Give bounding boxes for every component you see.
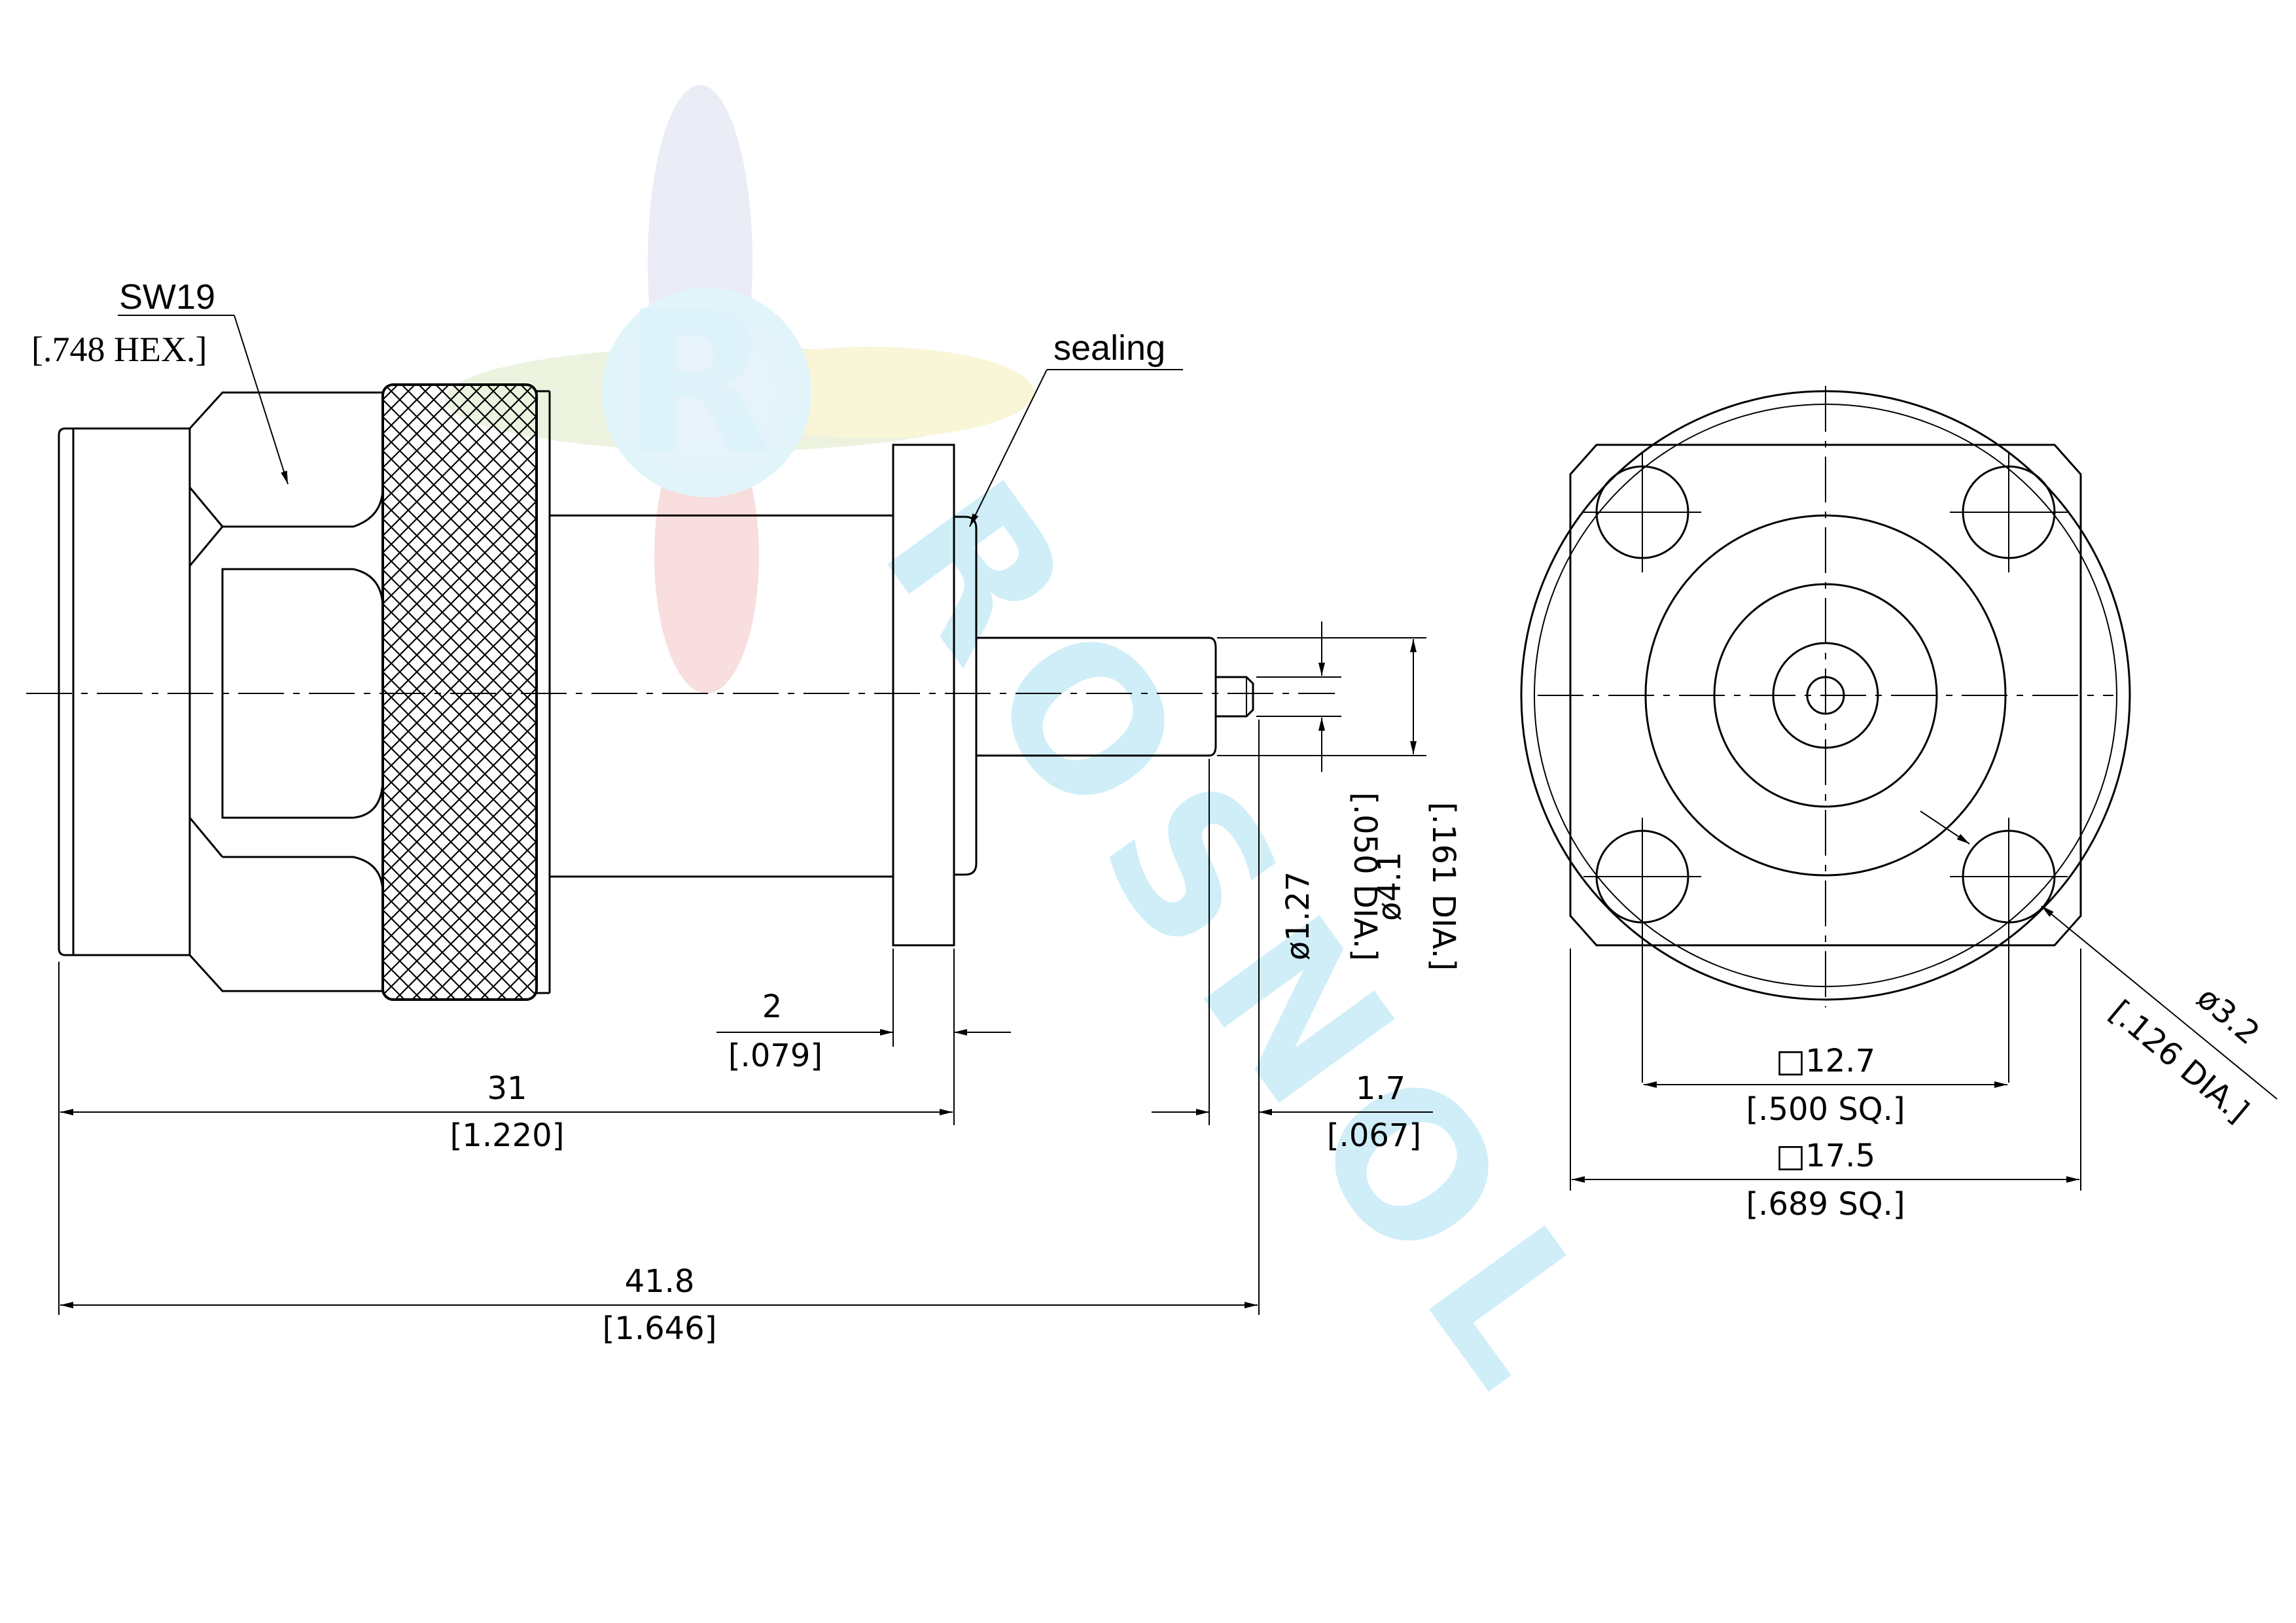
side-view: [26, 383, 1335, 1001]
dim-1-27-inch: [.050 DIA.]: [1347, 792, 1383, 961]
knurled-coupling-nut: [381, 383, 538, 1001]
sealing-callout: sealing: [969, 328, 1183, 527]
flange: [892, 444, 955, 947]
dim-1-7-inch: [.067]: [1327, 1117, 1421, 1154]
dim-1-27-mm: ø1.27: [1280, 871, 1316, 960]
dim-31-mm: 31: [487, 1070, 527, 1107]
dim-pin-length: 1.7 [.067]: [1152, 720, 1433, 1315]
dim-hole-diameter: ø3.2 [.126 DIA.]: [1920, 811, 2278, 1130]
hex-label: [.748 HEX.]: [31, 330, 207, 369]
dim-12-7-inch: [.500 SQ.]: [1746, 1091, 1905, 1128]
dim-41-8-inch: [1.646]: [603, 1310, 717, 1347]
dim-hole-spacing: □12.7 [.500 SQ.]: [1644, 1043, 2007, 1128]
dim-2-mm: 2: [762, 988, 783, 1025]
sw19-callout: SW19 [.748 HEX.]: [31, 277, 289, 485]
sw19-label: SW19: [119, 277, 215, 317]
dim-body-diameter: ø4.1 [.161 DIA.]: [1217, 637, 1462, 971]
dim-length-31: 31 [1.220]: [58, 962, 955, 1315]
dim-1-7-mm: 1.7: [1356, 1070, 1405, 1107]
dim-12-7-mm: □12.7: [1776, 1043, 1875, 1079]
hex-nut: [188, 391, 384, 992]
dim-17-5-mm: □17.5: [1776, 1138, 1875, 1174]
dim-flange-size: □17.5 [.689 SQ.]: [1570, 949, 2081, 1223]
watermark-logo: R: [445, 85, 1034, 693]
front-view: [1520, 386, 2131, 1083]
connector-end-cap: [58, 427, 191, 956]
sealing-label: sealing: [1053, 328, 1165, 368]
dim-flange-thickness: 2 [.079]: [716, 949, 1011, 1074]
dim-3-2-mm: ø3.2: [2190, 979, 2267, 1052]
center-contact: [976, 637, 1217, 757]
dim-41-8-mm: 41.8: [625, 1263, 695, 1300]
watermark-text: ROSNOL: [839, 443, 1655, 1444]
dim-31-inch: [1.220]: [450, 1117, 565, 1154]
sealing-ring: [954, 515, 978, 876]
square-flange: [1569, 444, 2082, 947]
dim-4-1-mm: ø4.1: [1371, 852, 1408, 921]
dim-2-inch: [.079]: [728, 1038, 822, 1074]
dim-4-1-inch: [.161 DIA.]: [1425, 802, 1462, 971]
watermark-letter: R: [622, 270, 773, 498]
dim-pin-diameter: ø1.27 [.050 DIA.]: [1256, 621, 1383, 961]
dim-overall-length: 41.8 [1.646]: [60, 1263, 1258, 1347]
dim-17-5-inch: [.689 SQ.]: [1746, 1186, 1905, 1223]
